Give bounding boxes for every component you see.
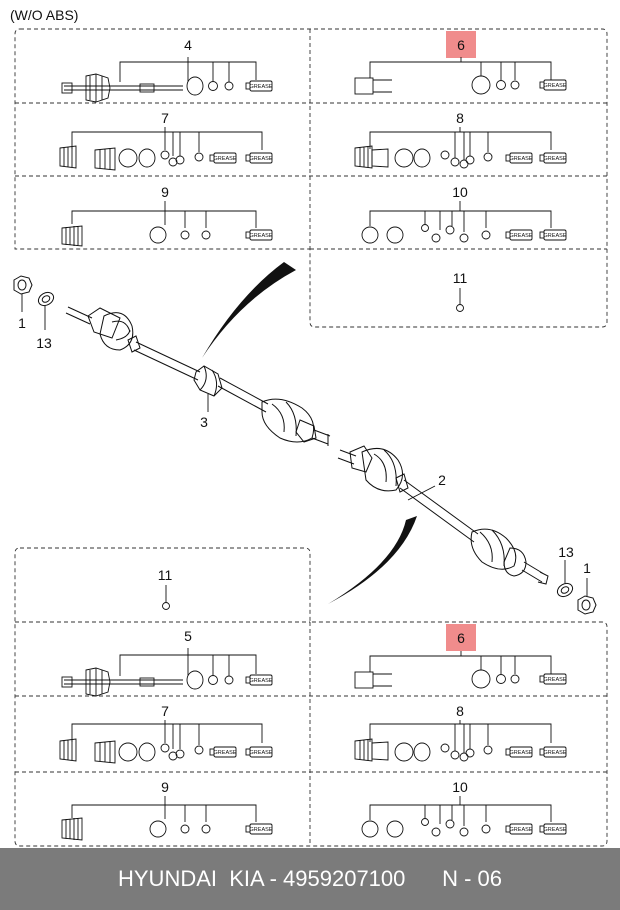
kit-11-top-parts — [456, 288, 464, 312]
washer-left — [37, 291, 55, 307]
pointer-arc-top — [202, 262, 296, 358]
grease-label-kit-7-bottom-2: GREASE — [250, 750, 273, 756]
grease-label-kit-7-top-2: GREASE — [250, 156, 273, 162]
callout-1-left: 1 — [18, 315, 26, 331]
grease-label-kit-10-top-2: GREASE — [544, 233, 567, 239]
highlight-box-bottom — [446, 624, 476, 651]
nut-right — [577, 595, 597, 615]
footer-spacer — [405, 866, 442, 892]
callout-3: 3 — [200, 414, 208, 430]
grease-label-kit-5: GREASE — [250, 678, 273, 684]
callout-13-right: 13 — [558, 544, 574, 560]
grease-label-kit-8-bottom-1: GREASE — [510, 750, 533, 756]
kit-6-top-parts — [354, 57, 552, 95]
callout-2: 2 — [438, 472, 446, 488]
callout-9-top: 9 — [161, 184, 169, 200]
upper-drive-shaft — [65, 306, 331, 446]
bottom-kit-panel-frame — [14, 547, 608, 847]
drive-shaft-diagram: (W/O ABS) 4 6 7 8 9 10 11 GREASE — [10, 7, 608, 847]
callout-11-bottom: 11 — [158, 567, 173, 583]
grease-label-kit-9-top: GREASE — [250, 233, 273, 239]
grease-label-kit-7-bottom-1: GREASE — [214, 750, 237, 756]
callout-1-right: 1 — [583, 560, 591, 576]
callout-8-bottom: 8 — [456, 703, 464, 719]
callout-10-bottom: 10 — [452, 779, 468, 795]
footer-reference: N - 06 — [442, 866, 502, 891]
callout-13-left: 13 — [36, 335, 52, 351]
callout-9-bottom: 9 — [161, 779, 169, 795]
footer-banner: HYUNDAI KIA - 4959207100 N - 06 — [0, 848, 620, 910]
callout-8-top: 8 — [456, 110, 464, 126]
callout-6-bottom: 6 — [457, 630, 465, 646]
top-kit-panel-frame — [14, 28, 608, 328]
lower-drive-shaft — [337, 445, 549, 585]
grease-label-kit-8-top-2: GREASE — [544, 156, 567, 162]
pointer-arc-bottom — [328, 516, 417, 604]
leader-lines-left — [21, 294, 46, 330]
kit-9-top-parts — [61, 201, 257, 247]
kit-6-bottom-parts — [354, 651, 552, 689]
callout-4: 4 — [184, 37, 192, 53]
leader-line-2 — [407, 485, 436, 501]
callout-11-top: 11 — [453, 270, 468, 286]
callout-5: 5 — [184, 628, 192, 644]
grease-label-kit-10-bottom-1: GREASE — [510, 827, 533, 833]
highlight-box-top — [446, 31, 476, 58]
kit-4-parts — [61, 57, 257, 103]
leader-lines-right — [564, 560, 588, 596]
grease-label-kit-4: GREASE — [250, 84, 273, 90]
kit-5-parts — [61, 648, 257, 697]
footer-brand-part-number: HYUNDAI KIA - 4959207100 — [118, 866, 406, 891]
kit-10-top-parts — [361, 201, 552, 244]
grease-label-kit-9-bottom: GREASE — [250, 827, 273, 833]
kit-9-bottom-parts — [61, 796, 257, 841]
kit-8-bottom-parts — [354, 720, 552, 762]
callout-7-top: 7 — [161, 110, 169, 126]
header-title: (W/O ABS) — [10, 7, 78, 23]
callout-6-top: 6 — [457, 37, 465, 53]
grease-label-kit-6-bottom: GREASE — [544, 677, 567, 683]
kit-7-bottom-parts — [59, 720, 263, 764]
grease-label-kit-7-top-1: GREASE — [214, 156, 237, 162]
grease-label-kit-8-top-1: GREASE — [510, 156, 533, 162]
grease-label-kit-8-bottom-2: GREASE — [544, 750, 567, 756]
kit-11-bottom-parts — [162, 585, 170, 610]
nut-left — [13, 275, 33, 295]
grease-label-kit-6-top: GREASE — [544, 83, 567, 89]
washer-right — [556, 582, 574, 598]
grease-label-kit-10-bottom-2: GREASE — [544, 827, 567, 833]
kit-10-bottom-parts — [361, 796, 552, 838]
kit-8-top-parts — [354, 127, 552, 169]
kit-7-top-parts — [59, 127, 263, 171]
grease-label-kit-10-top-1: GREASE — [510, 233, 533, 239]
callout-7-bottom: 7 — [161, 703, 169, 719]
callout-10-top: 10 — [452, 184, 468, 200]
